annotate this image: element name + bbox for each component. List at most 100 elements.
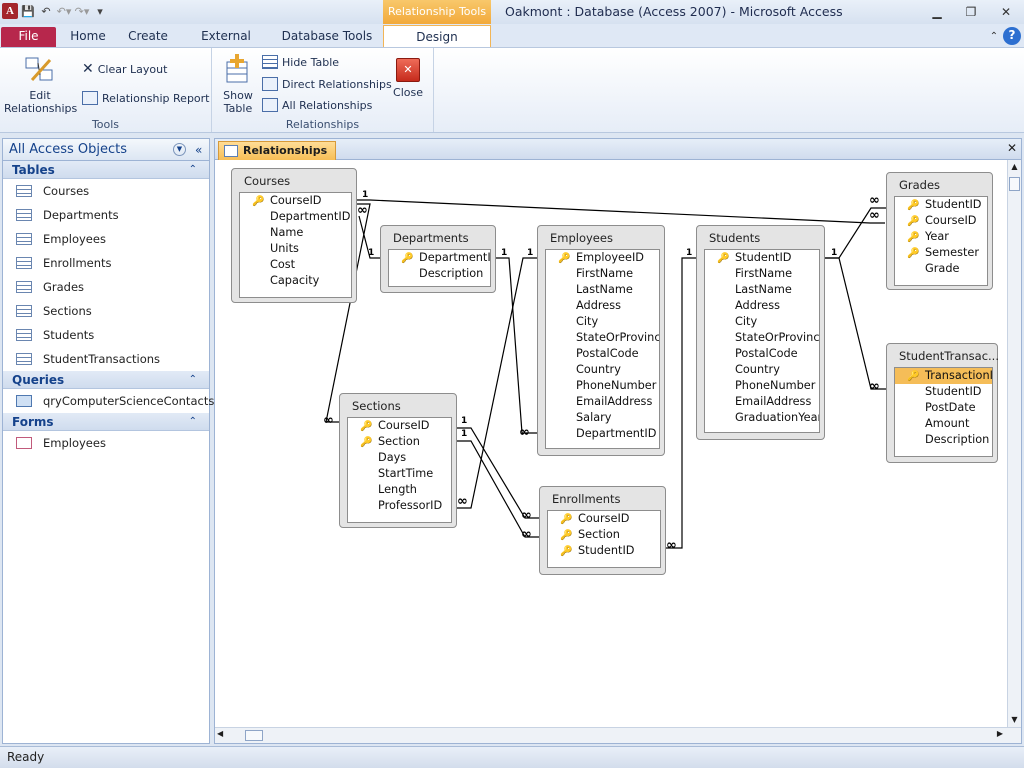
nav-header[interactable]: All Access Objects ▼ « <box>3 139 209 161</box>
scroll-thumb[interactable] <box>245 730 263 741</box>
nav-item-employees[interactable]: Employees <box>3 227 209 251</box>
field-start-time[interactable]: StartTime <box>378 467 434 480</box>
scroll-down-icon[interactable]: ▼ <box>1011 715 1018 724</box>
field-post-date[interactable]: PostDate <box>925 401 976 414</box>
tab-external-data[interactable]: External Data <box>201 29 251 61</box>
field-student-id[interactable]: StudentID <box>925 385 982 398</box>
field-student-id[interactable]: 🔑StudentID <box>895 197 987 213</box>
scroll-up-icon[interactable]: ▲ <box>1011 162 1018 171</box>
field-graduation-year[interactable]: GraduationYear <box>735 411 820 424</box>
relationship-canvas[interactable]: 1 1 1 1 1 1 1 1 ∞ ∞ ∞ ∞ ∞ ∞ ∞ ∞ ∞ ∞ <box>215 160 1007 727</box>
table-student-transactions[interactable]: StudentTransac... 🔑TransactionID Student… <box>886 343 999 463</box>
field-phone-number[interactable]: PhoneNumber <box>735 379 816 392</box>
table-employees[interactable]: Employees 🔑EmployeeID FirstName LastName… <box>537 225 665 456</box>
nav-item-grades[interactable]: Grades <box>3 275 209 299</box>
redo-icon-1[interactable]: ↶ <box>41 4 51 18</box>
field-postal-code[interactable]: PostalCode <box>735 347 798 360</box>
shutter-bar-icon[interactable]: « <box>195 143 203 157</box>
field-department-id[interactable]: DepartmentID <box>576 427 657 440</box>
nav-item-studenttransactions[interactable]: StudentTransactions <box>3 347 209 371</box>
close-window-icon[interactable]: ✕ <box>1000 5 1012 19</box>
field-course-id[interactable]: 🔑CourseID <box>548 511 660 527</box>
nav-section-tables[interactable]: Tables⌃ <box>3 161 209 179</box>
field-student-id[interactable]: 🔑StudentID <box>548 543 660 559</box>
nav-section-queries[interactable]: Queries⌃ <box>3 371 209 389</box>
collapse-icon[interactable]: ⌃ <box>188 374 197 385</box>
field-description[interactable]: Description <box>925 433 990 446</box>
field-days[interactable]: Days <box>378 451 407 464</box>
tab-database-tools[interactable]: Database Tools <box>281 29 373 43</box>
clear-layout-button[interactable]: ✕ Clear Layout <box>82 60 167 78</box>
edit-relationships-button[interactable]: Edit Relationships <box>4 54 77 115</box>
table-enrollments[interactable]: Enrollments 🔑CourseID 🔑Section 🔑StudentI… <box>539 486 666 575</box>
scroll-thumb[interactable] <box>1009 177 1020 191</box>
collapse-icon[interactable]: ⌃ <box>188 416 197 427</box>
collapse-icon[interactable]: ⌃ <box>188 164 197 175</box>
redo-icon[interactable]: ↷▾ <box>74 4 90 18</box>
table-departments[interactable]: Departments 🔑DepartmentID Description <box>380 225 496 293</box>
scroll-left-icon[interactable]: ◀ <box>217 729 224 738</box>
field-professor-id[interactable]: ProfessorID <box>378 499 443 512</box>
nav-item-departments[interactable]: Departments <box>3 203 209 227</box>
field-address[interactable]: Address <box>735 299 780 312</box>
field-state[interactable]: StateOrProvince <box>735 331 820 344</box>
nav-section-forms[interactable]: Forms⌃ <box>3 413 209 431</box>
field-state[interactable]: StateOrProvince <box>576 331 660 344</box>
nav-item-students[interactable]: Students <box>3 323 209 347</box>
field-description[interactable]: Description <box>419 267 484 280</box>
field-employee-id[interactable]: 🔑EmployeeID <box>546 250 659 266</box>
field-capacity[interactable]: Capacity <box>270 274 320 287</box>
field-semester[interactable]: 🔑Semester <box>895 245 987 261</box>
field-year[interactable]: 🔑Year <box>895 229 987 245</box>
field-city[interactable]: City <box>735 315 758 328</box>
field-cost[interactable]: Cost <box>270 258 296 271</box>
field-first-name[interactable]: FirstName <box>576 267 634 280</box>
nav-dropdown-icon[interactable]: ▼ <box>173 143 186 156</box>
field-units[interactable]: Units <box>270 242 299 255</box>
undo-icon[interactable]: ↶▾ <box>56 4 72 18</box>
close-document-icon[interactable]: ✕ <box>1006 141 1017 155</box>
field-email-address[interactable]: EmailAddress <box>576 395 653 408</box>
field-address[interactable]: Address <box>576 299 621 312</box>
horizontal-scrollbar[interactable]: ◀ ▶ <box>215 727 1021 743</box>
field-amount[interactable]: Amount <box>925 417 970 430</box>
document-tab-relationships[interactable]: Relationships <box>218 141 337 160</box>
table-sections[interactable]: Sections 🔑CourseID 🔑Section Days StartTi… <box>339 393 457 528</box>
customize-qat-icon[interactable]: ▾ <box>97 4 103 18</box>
table-courses[interactable]: Courses 🔑CourseID DepartmentID Name Unit… <box>231 168 357 303</box>
help-icon[interactable]: ? <box>1003 27 1021 45</box>
field-country[interactable]: Country <box>735 363 780 376</box>
show-table-button[interactable]: Show Table <box>216 54 260 115</box>
table-students[interactable]: Students 🔑StudentID FirstName LastName A… <box>696 225 825 440</box>
nav-item-courses[interactable]: Courses <box>3 179 209 203</box>
field-length[interactable]: Length <box>378 483 417 496</box>
field-grade[interactable]: Grade <box>925 262 960 275</box>
hide-table-button[interactable]: Hide Table <box>262 53 339 71</box>
relationship-report-button[interactable]: Relationship Report <box>82 89 210 107</box>
save-icon[interactable]: 💾 <box>21 4 35 18</box>
direct-relationships-button[interactable]: Direct Relationships <box>262 75 392 93</box>
tab-home[interactable]: Home <box>70 29 106 43</box>
field-email-address[interactable]: EmailAddress <box>735 395 812 408</box>
field-section[interactable]: 🔑Section <box>548 527 660 543</box>
field-city[interactable]: City <box>576 315 599 328</box>
minimize-ribbon-icon[interactable]: ⌃ <box>989 31 999 42</box>
field-course-id[interactable]: 🔑CourseID <box>240 193 351 209</box>
field-phone-number[interactable]: PhoneNumber <box>576 379 657 392</box>
access-icon[interactable]: A <box>2 3 18 19</box>
field-country[interactable]: Country <box>576 363 621 376</box>
all-relationships-button[interactable]: All Relationships <box>262 96 372 114</box>
restore-icon[interactable]: ❐ <box>965 5 977 19</box>
field-last-name[interactable]: LastName <box>576 283 633 296</box>
field-course-id[interactable]: 🔑CourseID <box>895 213 987 229</box>
nav-item-enrollments[interactable]: Enrollments <box>3 251 209 275</box>
field-section[interactable]: 🔑Section <box>348 434 451 450</box>
field-department-id[interactable]: DepartmentID <box>270 210 351 223</box>
nav-item-employees[interactable]: Employees <box>3 431 209 455</box>
minimize-icon[interactable]: ▁ <box>932 5 942 19</box>
close-button[interactable]: ✕ Close <box>392 58 424 99</box>
field-salary[interactable]: Salary <box>576 411 612 424</box>
field-transaction-id[interactable]: 🔑TransactionID <box>895 368 992 384</box>
field-course-id[interactable]: 🔑CourseID <box>348 418 451 434</box>
nav-item-sections[interactable]: Sections <box>3 299 209 323</box>
